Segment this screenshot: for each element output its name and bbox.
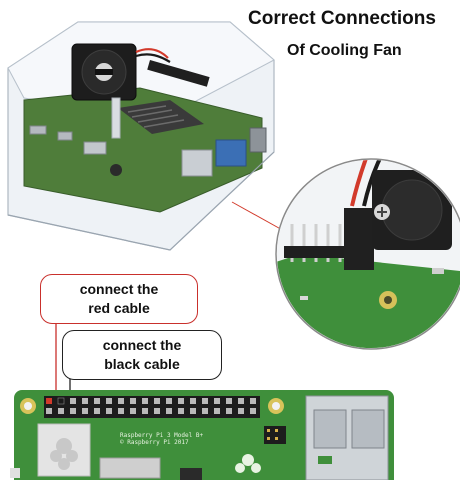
gpio-pin bbox=[94, 398, 100, 404]
gpio-pin bbox=[70, 408, 76, 414]
gpio-pin bbox=[106, 408, 112, 414]
board-silkscreen-line1: Raspberry Pi 3 Model B+ bbox=[120, 432, 204, 439]
acrylic-case-illustration bbox=[7, 21, 275, 251]
gpio-pin bbox=[118, 398, 124, 404]
gpio-pin bbox=[226, 398, 232, 404]
gpio-pin bbox=[154, 398, 160, 404]
gpio-pin bbox=[202, 398, 208, 404]
red-cable-callout-line2: red cable bbox=[88, 300, 150, 316]
red-cable-callout: connect the red cable bbox=[40, 274, 198, 324]
raspberry-pi-board bbox=[10, 390, 394, 480]
zoom-detail-circle bbox=[275, 158, 460, 350]
red-cable-pin bbox=[46, 398, 52, 404]
gpio-pin bbox=[106, 398, 112, 404]
board-silkscreen: Raspberry Pi 3 Model B+ © Raspberry Pi 2… bbox=[120, 432, 203, 446]
gpio-pin bbox=[142, 398, 148, 404]
gpio-pin bbox=[130, 398, 136, 404]
gpio-pin bbox=[82, 398, 88, 404]
gpio-pin bbox=[130, 408, 136, 414]
gpio-pin bbox=[142, 408, 148, 414]
gpio-pin bbox=[190, 408, 196, 414]
zoom-connector-line bbox=[231, 201, 287, 233]
black-cable-callout-line1: connect the bbox=[102, 337, 182, 353]
gpio-pin bbox=[226, 408, 232, 414]
board-silkscreen-line2: © Raspberry Pi 2017 bbox=[120, 439, 189, 446]
gpio-pin bbox=[166, 398, 172, 404]
gpio-pin bbox=[118, 408, 124, 414]
gpio-pin bbox=[238, 398, 244, 404]
gpio-pin bbox=[250, 398, 256, 404]
gpio-pin bbox=[250, 408, 256, 414]
black-cable-pin bbox=[57, 397, 65, 405]
black-cable-callout-line2: black cable bbox=[104, 356, 180, 372]
gpio-pin bbox=[190, 398, 196, 404]
gpio-pin bbox=[46, 408, 52, 414]
gpio-pin bbox=[202, 408, 208, 414]
gpio-pin bbox=[166, 408, 172, 414]
gpio-pin bbox=[214, 398, 220, 404]
gpio-pin bbox=[82, 408, 88, 414]
gpio-pin bbox=[238, 408, 244, 414]
title-line-1: Correct Connections bbox=[248, 8, 436, 29]
gpio-pin bbox=[178, 398, 184, 404]
gpio-header-pins bbox=[46, 398, 256, 414]
cooling-fan-illustration bbox=[71, 43, 171, 101]
gpio-pin bbox=[94, 408, 100, 414]
gpio-pin bbox=[70, 398, 76, 404]
gpio-pin bbox=[58, 408, 64, 414]
title-line-2: Of Cooling Fan bbox=[287, 42, 402, 59]
red-cable-callout-line1: connect the bbox=[79, 281, 159, 297]
gpio-pin bbox=[214, 408, 220, 414]
gpio-pin bbox=[178, 408, 184, 414]
gpio-pin bbox=[154, 408, 160, 414]
black-cable-callout: connect the black cable bbox=[62, 330, 222, 380]
